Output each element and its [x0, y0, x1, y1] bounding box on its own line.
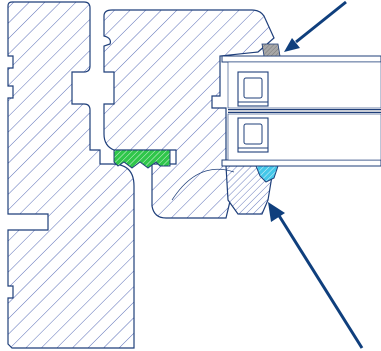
sash-contact-arc — [171, 168, 235, 201]
arrow-lower-right — [268, 202, 364, 349]
glazing-seal-lower — [255, 165, 279, 183]
glass-inner-pane — [221, 159, 381, 167]
spacer-bar-bottom — [237, 117, 269, 153]
frame-profile — [7, 1, 135, 349]
center-seal — [113, 149, 171, 169]
spacer-bar-top — [237, 71, 269, 107]
glazing-seal-upper — [261, 43, 281, 57]
arrow-upper-right — [284, 0, 347, 52]
glass-outer-pane — [221, 55, 381, 63]
